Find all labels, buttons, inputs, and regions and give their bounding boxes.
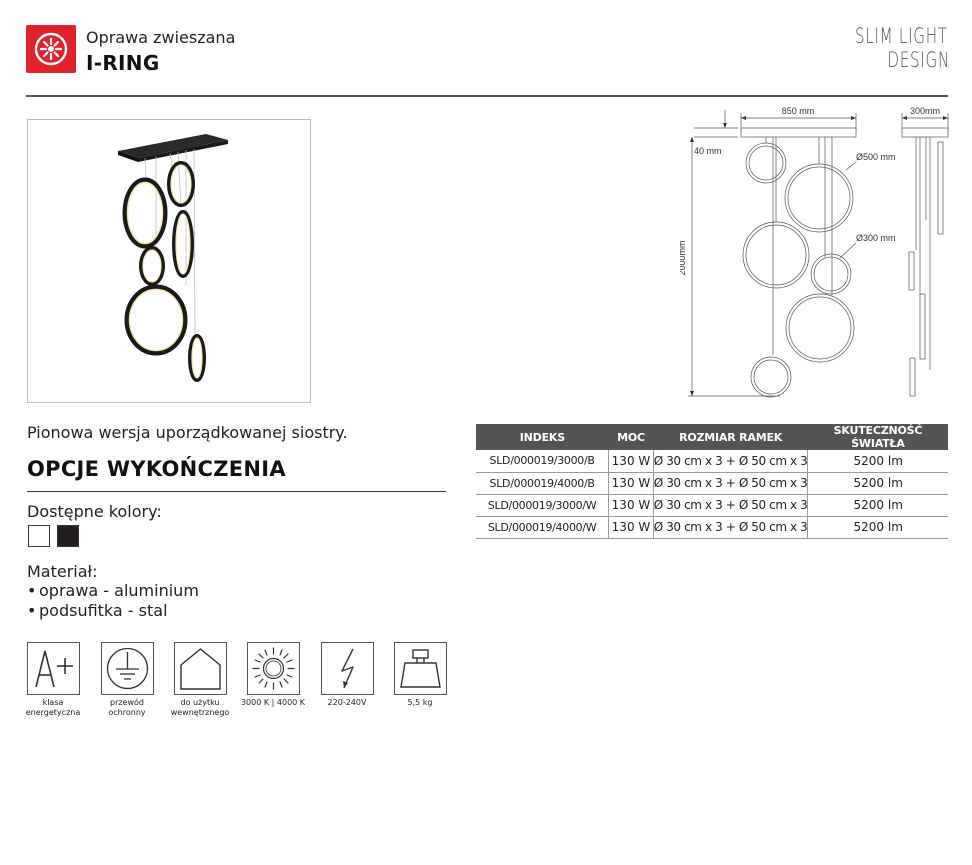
caption-line: 5,5 kg: [407, 698, 433, 707]
color-swatch-white: [28, 525, 50, 547]
cell-power: 130 W: [608, 450, 654, 473]
dimension-drawing: 850 mm 300mm 40 mm 2000mm Ø500 mm Ø300 m…: [677, 100, 952, 405]
cell-index: SLD/000019/3000/W: [476, 494, 610, 517]
caption-line: przewód: [109, 698, 144, 707]
depth-label: 300mm: [910, 106, 940, 116]
cell-index: SLD/000019/4000/B: [476, 472, 610, 495]
canopy-height-label: 40 mm: [694, 146, 722, 156]
brand-logo: SLIM LIGHT DESIGN: [855, 24, 955, 72]
colors-label: Dostępne kolory:: [27, 502, 162, 521]
table-row: SLD/000019/3000/B 130 W Ø 30 cm x 3 + Ø …: [476, 450, 948, 473]
finish-options-heading: OPCJE WYKOŃCZENIA: [27, 457, 286, 481]
spec-table: INDEKS MOC ROZMIAR RAMEK SKUTECZNOŚĆ ŚWI…: [476, 424, 948, 539]
material-label: Materiał:: [27, 562, 98, 581]
energy-class-caption: klasa energetyczna: [13, 698, 93, 718]
material-list: •oprawa - aluminium •podsufitka - stal: [27, 581, 199, 621]
color-swatch-black: [57, 525, 79, 547]
material-item-text: oprawa - aluminium: [39, 581, 199, 600]
weight-icon: [394, 642, 447, 695]
sunburst-logo-icon: [26, 25, 76, 73]
brand-line-2: DESIGN: [887, 48, 951, 72]
material-item: •podsufitka - stal: [27, 601, 168, 620]
caption-line: ochronny: [108, 708, 146, 717]
weight-caption: 5,5 kg: [380, 698, 460, 708]
cell-power: 130 W: [608, 472, 654, 495]
product-type: Oprawa zwieszana: [86, 28, 236, 47]
product-name: I-RING: [86, 51, 160, 75]
cell-index: SLD/000019/3000/B: [476, 450, 610, 473]
cell-index: SLD/000019/4000/W: [476, 516, 610, 539]
cell-frame-size: Ø 30 cm x 3 + Ø 50 cm x 3: [653, 472, 809, 495]
cell-power: 130 W: [608, 516, 654, 539]
column-header-index: INDEKS: [476, 424, 609, 450]
caption-line: energetyczna: [25, 708, 81, 717]
cell-frame-size: Ø 30 cm x 3 + Ø 50 cm x 3: [653, 494, 809, 517]
voltage-caption: 220-240V: [307, 698, 387, 708]
cell-luminous-efficacy: 5200 lm: [807, 494, 948, 517]
cell-frame-size: Ø 30 cm x 3 + Ø 50 cm x 3: [653, 450, 809, 473]
material-item: •oprawa - aluminium: [27, 581, 199, 600]
product-description: Pionowa wersja uporządkowanej siostry.: [27, 423, 348, 442]
big-ring-label: Ø500 mm: [856, 152, 896, 162]
cell-frame-size: Ø 30 cm x 3 + Ø 50 cm x 3: [653, 516, 809, 539]
material-item-text: podsufitka - stal: [39, 601, 168, 620]
brand-line-1: SLIM LIGHT: [855, 24, 948, 48]
energy-class-icon: [27, 642, 80, 695]
cell-luminous-efficacy: 5200 lm: [807, 450, 948, 473]
cell-power: 130 W: [608, 494, 654, 517]
protective-earth-caption: przewód ochronny: [87, 698, 167, 718]
total-height-label: 2000mm: [680, 240, 687, 275]
table-row: SLD/000019/4000/W 130 W Ø 30 cm x 3 + Ø …: [476, 516, 948, 539]
cell-luminous-efficacy: 5200 lm: [807, 516, 948, 539]
color-temperature-icon: [247, 642, 300, 695]
caption-line: do użytku: [180, 698, 220, 707]
voltage-icon: [321, 642, 374, 695]
indoor-use-icon: [174, 642, 227, 695]
table-row: SLD/000019/4000/B 130 W Ø 30 cm x 3 + Ø …: [476, 472, 948, 495]
finish-divider: [27, 491, 446, 492]
table-header-row: INDEKS MOC ROZMIAR RAMEK SKUTECZNOŚĆ ŚWI…: [476, 424, 948, 450]
cell-luminous-efficacy: 5200 lm: [807, 472, 948, 495]
width-label: 850 mm: [782, 106, 815, 116]
color-temperature-caption: 3000 K | 4000 K: [233, 698, 313, 708]
column-header-luminous-efficacy: SKUTECZNOŚĆ ŚWIATŁA: [807, 424, 948, 450]
indoor-use-caption: do użytku wewnętrznego: [160, 698, 240, 718]
caption-line: wewnętrznego: [170, 708, 230, 717]
small-ring-label: Ø300 mm: [856, 233, 896, 243]
column-header-frame-size: ROZMIAR RAMEK: [653, 424, 808, 450]
column-header-power: MOC: [608, 424, 654, 450]
protective-earth-icon: [101, 642, 154, 695]
product-photo: [27, 119, 311, 403]
table-row: SLD/000019/3000/W 130 W Ø 30 cm x 3 + Ø …: [476, 494, 948, 517]
caption-line: 3000 K | 4000 K: [240, 698, 306, 707]
header-divider: [26, 95, 948, 97]
caption-line: klasa: [42, 698, 64, 707]
caption-line: 220-240V: [327, 698, 367, 707]
